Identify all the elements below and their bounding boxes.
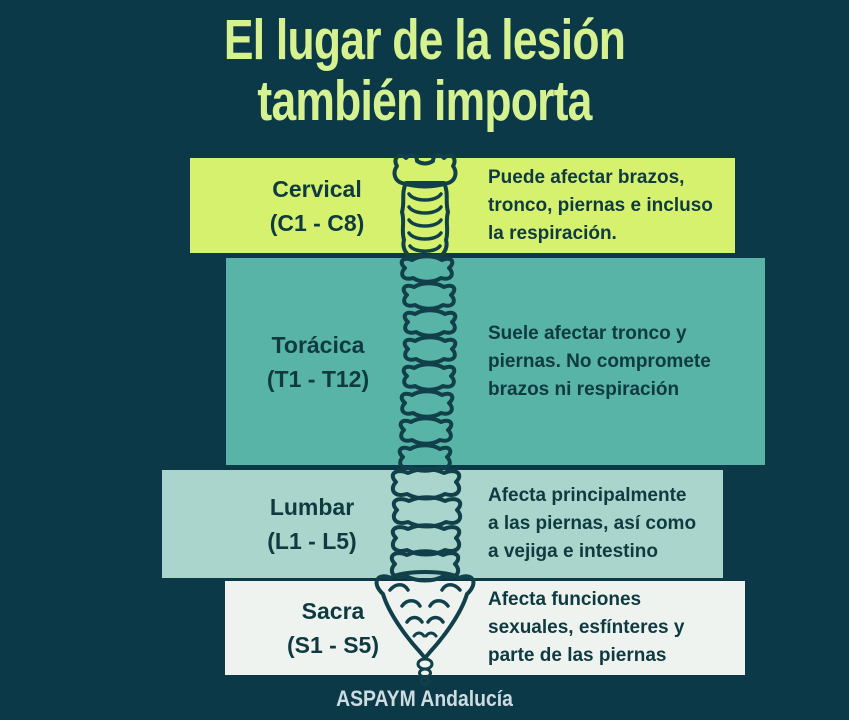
section-cervical: Cervical (C1 - C8) Puede afectar brazos,… <box>190 158 735 253</box>
description-line: Puede afectar brazos, <box>488 166 685 188</box>
section-lumbar-description: Afecta principalmente a las piernas, así… <box>488 482 728 566</box>
section-name: Cervical <box>272 175 362 202</box>
section-range: (T1 - T12) <box>266 365 370 392</box>
description-line: a las piernas, así como <box>488 513 697 534</box>
description-line: Afecta funciones <box>488 589 642 610</box>
section-name: Torácica <box>271 331 365 358</box>
section-sacra-description: Afecta funciones sexuales, esfínteres y … <box>488 586 738 670</box>
description-line: Afecta principalmente <box>488 485 687 506</box>
section-cervical-description: Puede afectar brazos, tronco, piernas e … <box>488 164 728 248</box>
section-toracica: Torácica (T1 - T12) Suele afectar tronco… <box>226 258 765 465</box>
description-line: Suele afectar tronco y <box>488 322 687 344</box>
section-name: Lumbar <box>269 494 355 520</box>
title-line-2: también importa <box>257 69 592 133</box>
spine-vertebral-column-icon <box>374 153 476 686</box>
description-line: parte de las piernas <box>488 645 667 666</box>
description-line: brazos ni respiración <box>488 378 680 400</box>
section-range: (C1 - C8) <box>269 209 365 236</box>
sacrum <box>374 570 476 660</box>
cervical-column <box>400 181 450 258</box>
atlas-vertebra <box>392 153 458 189</box>
credit-text: ASPAYM Andalucía <box>336 686 513 711</box>
section-sacra: Sacra (S1 - S5) Afecta funciones sexuale… <box>225 581 745 675</box>
section-range: (L1 - L5) <box>267 528 357 554</box>
description-line: la respiración. <box>488 222 617 244</box>
section-range: (S1 - S5) <box>286 632 380 658</box>
description-line: tronco, piernas e incluso <box>488 194 713 216</box>
section-name: Sacra <box>301 598 365 624</box>
description-line: piernas. No compromete <box>488 350 711 372</box>
section-sacra-label: Sacra (S1 - S5) <box>223 581 443 675</box>
page-title: El lugar de la lesión también importa <box>93 10 755 132</box>
description-line: a vejiga e intestino <box>488 541 658 562</box>
section-lumbar-label: Lumbar (L1 - L5) <box>202 470 422 578</box>
section-toracica-description: Suele afectar tronco y piernas. No compr… <box>488 320 738 404</box>
section-cervical-label: Cervical (C1 - C8) <box>207 158 427 253</box>
title-line-1: El lugar de la lesión <box>223 8 626 72</box>
description-line: sexuales, esfínteres y <box>488 617 685 638</box>
section-toracica-label: Torácica (T1 - T12) <box>208 258 428 465</box>
